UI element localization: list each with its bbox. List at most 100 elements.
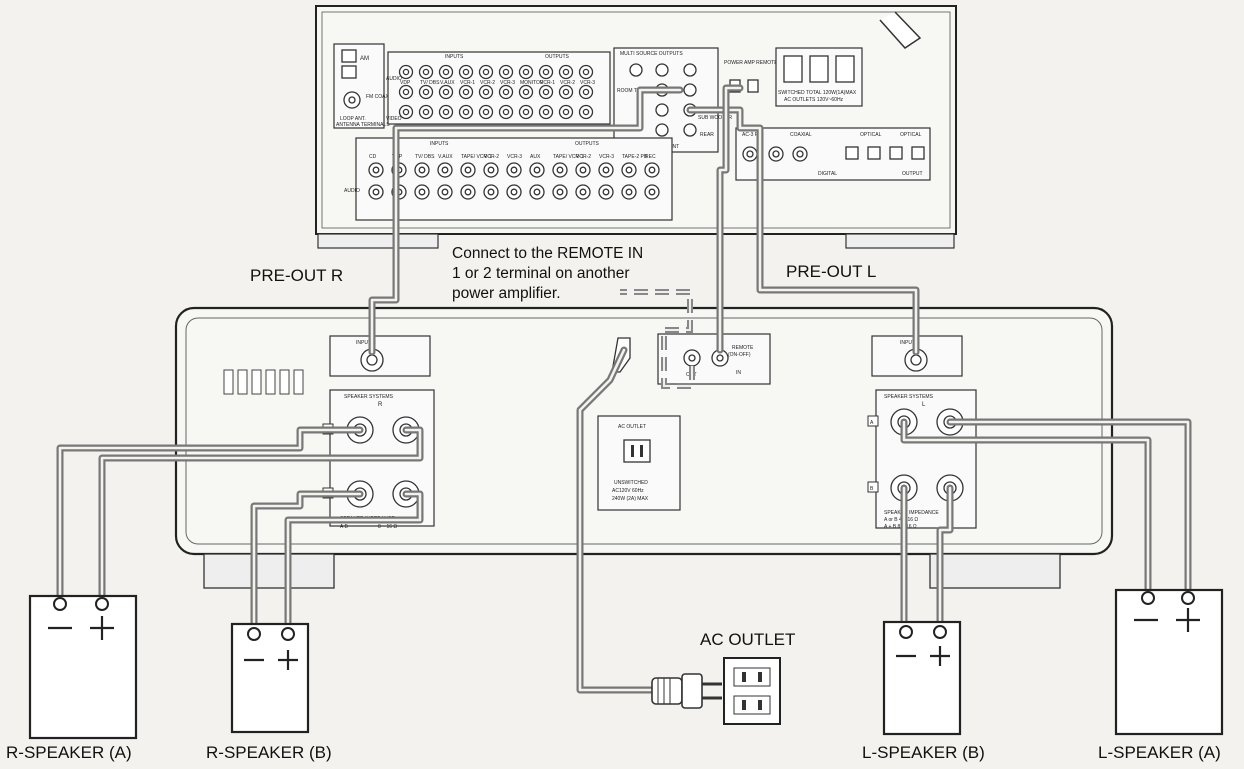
- receiver-power-cord-icon: [879, 11, 922, 49]
- jack-label-out-vcr2-b: VCR-2: [576, 154, 591, 160]
- lower-jack-r1-4: [460, 162, 476, 178]
- wall-ac-outlet-icon: [723, 657, 781, 725]
- upper-jack-r3-7: [538, 104, 554, 120]
- jack-label-vdp: VDP: [400, 80, 411, 86]
- upper-jack-r3-2: [438, 104, 454, 120]
- upper-jack-labels: VDP TV/ DBS V.AUX VCR-1 VCR-2 VCR-3 MONI…: [400, 80, 595, 86]
- upper-jack-r1-0: [398, 64, 414, 80]
- note-line-1: Connect to the REMOTE IN: [452, 245, 644, 262]
- upper-jack-r2-4: [478, 84, 494, 100]
- ac-spec1-label: AC120V 60Hz: [612, 488, 644, 494]
- lower-jack-r2-4: [460, 184, 476, 200]
- video-io-panel: INPUTS OUTPUTS AUDIO VIDEO VDP TV/ DBS V…: [386, 51, 611, 125]
- antenna-terminals-label: ANTENNA TERMINALS: [336, 122, 390, 128]
- jack-label-vcr3: VCR-3: [500, 80, 515, 86]
- multi-source-panel: MULTI SOURCE OUTPUTS ROOM TO ROOM CENTER…: [613, 47, 733, 153]
- upper-jack-r3-6: [518, 104, 534, 120]
- lower-jack-r2-8: [552, 184, 568, 200]
- lower-jack-r1-10: [598, 162, 614, 178]
- jack-label-out-vcr2: VCR-2: [560, 80, 575, 86]
- switched-outlets-label: SWITCHED TOTAL 120W(1A)MAX: [778, 90, 857, 96]
- coaxial-label: COAXIAL: [790, 132, 812, 138]
- r-speaker-b-label: R-SPEAKER (B): [206, 743, 332, 762]
- upper-jack-r1-5: [498, 64, 514, 80]
- pre-out-l-label: PRE-OUT L: [786, 262, 877, 281]
- remote-title-label: REMOTE: [732, 345, 754, 351]
- upper-jack-array: [398, 64, 594, 120]
- upper-jack-r2-6: [518, 84, 534, 100]
- lower-jack-r2-12: [644, 184, 660, 200]
- upper-jack-r3-8: [558, 104, 574, 120]
- l-speaker-a: [1114, 588, 1224, 736]
- upper-jack-r1-2: [438, 64, 454, 80]
- note-line-2: 1 or 2 terminal on another: [452, 265, 630, 282]
- speaker-impedance-l-label: SPEAKER IMPEDANCE: [884, 510, 939, 516]
- receiver-foot-right: [845, 233, 955, 249]
- jack-label-monitor: MONITOR: [520, 80, 544, 86]
- lower-jack-r1-8: [552, 162, 568, 178]
- lower-jack-r2-0: [368, 184, 384, 200]
- lower-audio-label: AUDIO: [344, 188, 360, 194]
- jack-label-out-tape-vcr1: TAPE/ VCR-1: [553, 154, 584, 160]
- ac3-rf-label: AC-3 RF: [742, 132, 761, 138]
- jack-label-cd: CD: [369, 154, 377, 160]
- jack-label-tv-dbs: TV/ DBS: [420, 80, 440, 86]
- input-r-label: INPUT-R: [356, 340, 376, 346]
- ac-unswitched-label: UNSWITCHED: [614, 480, 648, 486]
- pre-out-r-label: PRE-OUT R: [250, 266, 344, 285]
- note-line-3: power amplifier.: [452, 285, 561, 302]
- cables: [56, 84, 1192, 694]
- amp-foot-left: [203, 553, 335, 589]
- upper-jack-r1-1: [418, 64, 434, 80]
- l-speaker-b-label: L-SPEAKER (B): [862, 743, 985, 762]
- speaker-terminals-l: SPEAKER SYSTEMS L A B SPEAKER IMPEDANCE …: [867, 389, 977, 530]
- audio-input-panel: INPUTS OUTPUTS AUDIO CD VDP TV/ DBS V.AU…: [344, 137, 673, 221]
- jack-label-vaux: V.AUX: [440, 80, 455, 86]
- jack-label-vaux2: V.AUX: [438, 154, 453, 160]
- lower-inputs-label: INPUTS: [430, 141, 449, 147]
- lower-jack-r1-9: [575, 162, 591, 178]
- receiver-foot-left: [317, 233, 439, 249]
- impedance-r-line1: A B: [340, 524, 348, 530]
- ac-spec2-label: 240W (2A) MAX: [612, 496, 649, 502]
- rear-label: REAR: [700, 132, 714, 138]
- fm-label: FM COAX 75 Ω: [366, 94, 401, 100]
- upper-jack-r2-8: [558, 84, 574, 100]
- upper-inputs-label: INPUTS: [445, 54, 464, 60]
- speaker-systems-l-label: SPEAKER SYSTEMS: [884, 394, 934, 400]
- l-speaker-a-label: L-SPEAKER (A): [1098, 743, 1221, 762]
- remote-connection-note: Connect to the REMOTE IN 1 or 2 terminal…: [452, 244, 702, 304]
- jack-label-tape2-pb: TAPE-2 PB: [622, 154, 648, 160]
- remote-on-off-jacks: REMOTE (ON-OFF) OUT IN: [657, 333, 771, 385]
- optical-label: OPTICAL: [860, 132, 882, 138]
- am-label: AM: [360, 56, 369, 62]
- r-speaker-a-label: R-SPEAKER (A): [6, 743, 132, 762]
- lower-jack-r1-6: [506, 162, 522, 178]
- lower-jack-r2-2: [414, 184, 430, 200]
- sub-woofer-label: SUB WOOFER: [698, 115, 733, 121]
- switched-spec-label: AC OUTLETS 120V~60Hz: [784, 97, 844, 103]
- input-l-jack: INPUT-L: [871, 335, 963, 377]
- digital-label: DIGITAL: [818, 171, 837, 177]
- heat-vent-slots: [223, 369, 304, 395]
- lower-jack-r1-7: [529, 162, 545, 178]
- jack-label-out-vcr3: VCR-3: [580, 80, 595, 86]
- lower-jack-array: [368, 162, 660, 200]
- channel-l-label: L: [922, 402, 926, 408]
- r-speaker-a: [28, 594, 138, 740]
- lower-jack-r2-5: [483, 184, 499, 200]
- upper-jack-r2-1: [418, 84, 434, 100]
- terminal-b-l-label: B: [870, 486, 874, 492]
- antenna-terminals: AM FM COAX 75 Ω LOOP ANT. ANTENNA TERMIN…: [333, 43, 401, 129]
- jack-label-out-vcr1: VCR-1: [540, 80, 555, 86]
- upper-audio-label: AUDIO: [386, 76, 402, 82]
- ac-outlet-label: AC OUTLET: [700, 630, 796, 649]
- jack-label-tape2-rec: REC: [645, 154, 656, 160]
- upper-jack-r3-5: [498, 104, 514, 120]
- l-speaker-b: [882, 620, 962, 736]
- av-receiver-rear-panel: AM FM COAX 75 Ω LOOP ANT. ANTENNA TERMIN…: [315, 5, 957, 249]
- upper-jack-r1-3: [458, 64, 474, 80]
- jack-label-vcr3-b: VCR-3: [507, 154, 522, 160]
- power-amplifier-rear-panel: INPUT-R SPEAKER SYSTEMS R A B SPEAKER IM…: [174, 306, 1114, 589]
